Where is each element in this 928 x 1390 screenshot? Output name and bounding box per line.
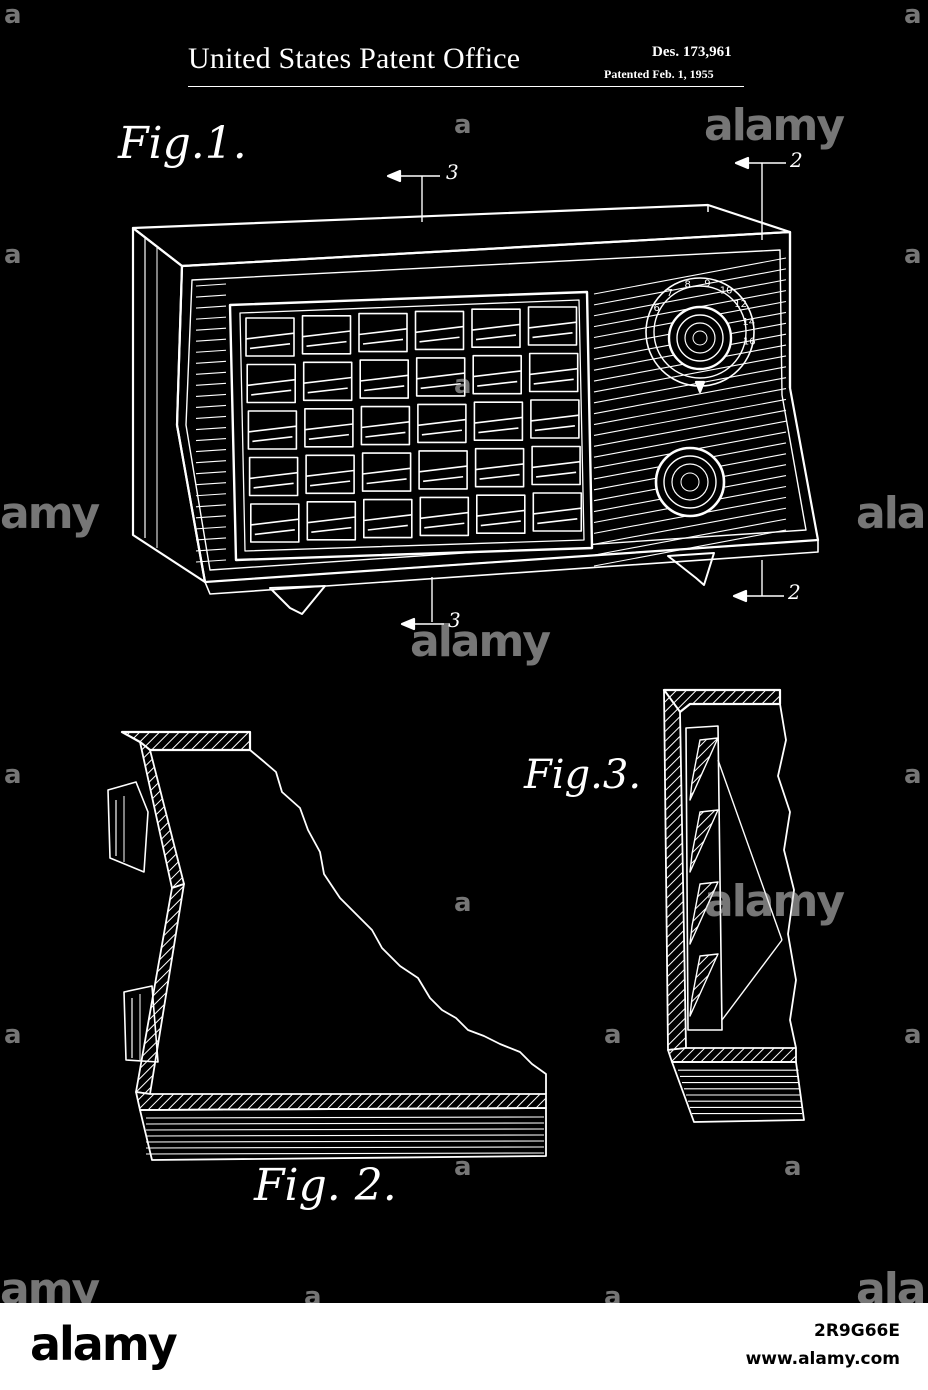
section-ref-2-top: 2 [790,148,803,172]
watermark-glyph: a [604,1282,620,1303]
header-rule [188,86,744,87]
dial-number: 9 [704,279,710,290]
watermark-glyph: a [4,1020,20,1050]
watermark-glyph: a [4,0,20,30]
watermark-glyph: a [4,240,20,270]
tuning-dial[interactable] [646,278,754,392]
header-title: United States Patent Office [188,42,520,76]
watermark: amy [0,1264,98,1303]
section-ref-3-top: 3 [446,160,459,184]
watermark-glyph: a [784,1152,800,1182]
watermark-glyph: a [904,240,920,270]
dial-number: 12 [734,299,747,310]
watermark-glyph: a [454,888,470,918]
watermark-glyph: a [904,0,920,30]
watermark: alam [856,488,928,539]
watermark-glyph: a [904,1020,920,1050]
watermark-glyph: a [454,110,470,140]
fig1-label: Fig.1. [118,118,247,169]
watermark-glyph: a [604,1020,620,1050]
dial-number: 6 [654,303,660,314]
watermark-glyph: a [454,1152,470,1182]
patent-date: Patented Feb. 1, 1955 [604,67,714,82]
radio-left-side [133,228,205,582]
radio-foot-right [668,553,714,585]
volume-knob[interactable] [656,448,724,516]
watermark: alamy [704,100,843,151]
watermark: alam [856,1264,928,1303]
watermark-glyph: a [454,370,470,400]
fig2-side-section [108,732,546,1160]
patent-number: Des. 173,961 [652,44,732,61]
dial-number: 10 [720,285,733,296]
watermark-glyph: a [904,760,920,790]
dial-number: 7 [667,288,673,299]
section-ref-2-bottom: 2 [788,580,801,604]
dial-number: 16 [743,337,756,348]
watermark-glyph: a [304,1282,320,1303]
alamy-logo: alamy [30,1317,176,1371]
fig3-label: Fig.3. [524,752,641,798]
watermark: amy [0,488,98,539]
site-url: www.alamy.com [746,1349,900,1369]
fig2-label: Fig. 2. [254,1160,397,1211]
watermark: alamy [410,616,549,667]
radio-foot-left [270,586,325,614]
watermark-glyph: a [4,760,20,790]
image-id: 2R9G66E [814,1321,900,1341]
dial-number: 8 [684,280,690,291]
radio-top-face [133,205,790,266]
patent-sheet: 678 9 1012 14 16 [0,0,928,1303]
fig1-radio-drawing: 678 9 1012 14 16 [133,158,818,629]
dial-number: 14 [742,317,755,328]
stock-footer: alamy 2R9G66E www.alamy.com [0,1303,928,1390]
watermark: alamy [704,876,843,927]
